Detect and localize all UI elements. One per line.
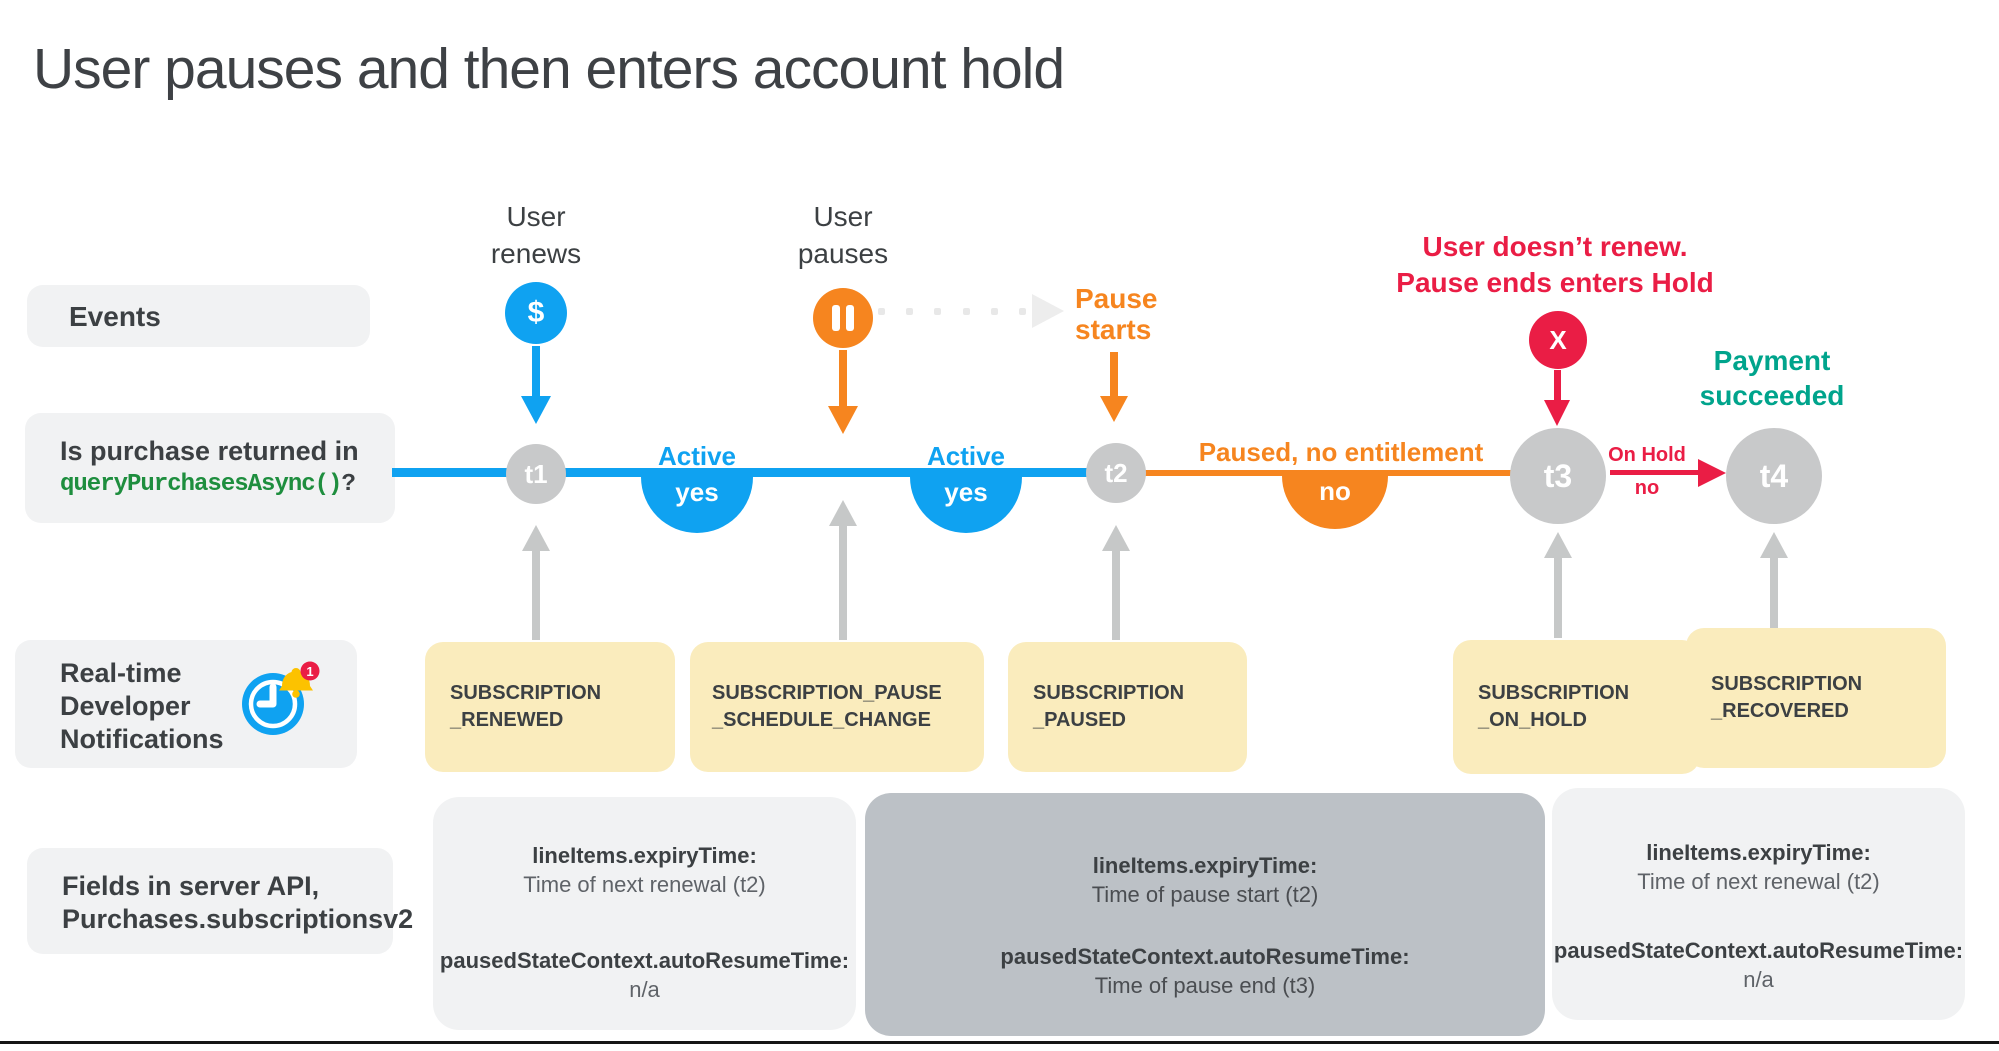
hold-arrow-shaft bbox=[1554, 370, 1561, 402]
onhold-arrowhead bbox=[1698, 459, 1726, 487]
payment-succeeded-label: Payment succeeded bbox=[1699, 345, 1845, 411]
pause-starts-arrow-shaft bbox=[1110, 352, 1118, 398]
rtdn-label-line2: Developer bbox=[60, 691, 191, 721]
pause-starts-label: Pause starts bbox=[1075, 283, 1158, 345]
timeline-node-t2: t2 bbox=[1086, 443, 1146, 503]
timeline-node-t4: t4 bbox=[1726, 428, 1822, 524]
state-answer-active-1: yes bbox=[641, 477, 753, 533]
account-hold-label: User doesn’t renew. Pause ends enters Ho… bbox=[1396, 231, 1714, 298]
api-fields-row-label-box: Fields in server API, Purchases.subscrip… bbox=[27, 848, 414, 954]
pause-event-icon bbox=[813, 288, 873, 348]
rtdn-label-line3: Notifications bbox=[60, 724, 224, 754]
purchase-question-line2: queryPurchasesAsync()? bbox=[60, 471, 395, 498]
rtdn-box-paused: SUBSCRIPTION _PAUSED bbox=[1008, 642, 1247, 772]
rtdn-uparrow-shaft-t2 bbox=[1112, 549, 1120, 640]
rtdn-uparrow-head-t2 bbox=[1102, 525, 1130, 551]
user-renews-label: User renews bbox=[490, 201, 582, 269]
pause-starts-arrowhead bbox=[1100, 396, 1128, 422]
purchase-question-line1: Is purchase returned in bbox=[60, 436, 359, 466]
rtdn-uparrow-shaft-t1 bbox=[532, 549, 540, 640]
dollar-renew-icon: $ bbox=[505, 282, 567, 344]
pause-defer-arrowhead bbox=[1032, 294, 1064, 328]
rtdn-uparrow-head-t1 bbox=[522, 525, 550, 551]
state-label-active-1: Active bbox=[657, 441, 737, 471]
rtdn-uparrow-head-t3 bbox=[1544, 532, 1572, 558]
api-fields-box-paused: lineItems.expiryTime: Time of pause star… bbox=[865, 793, 1545, 1036]
api-fields-label-line1: Fields in server API, bbox=[62, 871, 320, 901]
rtdn-uparrow-shaft-t3 bbox=[1554, 556, 1562, 638]
state-label-active-2: Active bbox=[926, 441, 1006, 471]
timeline-segment-onhold-arrow bbox=[1610, 470, 1702, 475]
rtdn-box-pause-schedule-change: SUBSCRIPTION_PAUSE _SCHEDULE_CHANGE bbox=[690, 642, 984, 772]
page-title: User pauses and then enters account hold bbox=[33, 37, 1065, 101]
query-purchases-code: queryPurchasesAsync() bbox=[60, 471, 342, 498]
question-mark: ? bbox=[341, 471, 356, 498]
hold-arrowhead bbox=[1544, 400, 1570, 426]
state-answer-active-2: yes bbox=[910, 477, 1022, 533]
purchase-question-box: Is purchase returned in queryPurchasesAs… bbox=[25, 413, 395, 523]
rtdn-box-on-hold: SUBSCRIPTION _ON_HOLD bbox=[1453, 640, 1700, 774]
pause-defer-dotted-arrow bbox=[878, 308, 1026, 315]
rtdn-box-recovered: SUBSCRIPTION _RECOVERED bbox=[1686, 628, 1946, 768]
rtdn-uparrow-head-t4 bbox=[1760, 532, 1788, 558]
events-row-label-box: Events bbox=[27, 285, 370, 347]
renew-arrowhead bbox=[521, 396, 551, 424]
state-answer-onhold: no bbox=[1634, 477, 1660, 499]
timeline-segment-paused bbox=[1116, 470, 1558, 476]
state-answer-paused: no bbox=[1282, 476, 1388, 529]
timeline-segment-active bbox=[392, 468, 1116, 477]
api-fields-label-line2: Purchases.subscriptionsv2 bbox=[62, 904, 414, 934]
rtdn-box-renewed: SUBSCRIPTION _RENEWED bbox=[425, 642, 675, 772]
timeline-node-t1: t1 bbox=[506, 444, 566, 504]
rtdn-uparrow-head-pause bbox=[829, 500, 857, 526]
rtdn-uparrow-shaft-t4 bbox=[1770, 556, 1778, 628]
rtdn-uparrow-shaft-pause bbox=[839, 524, 847, 640]
renew-arrow-shaft bbox=[532, 346, 540, 398]
hold-x-icon: X bbox=[1529, 311, 1587, 369]
state-label-onhold: On Hold bbox=[1608, 444, 1686, 466]
rtdn-badge-count: 1 bbox=[306, 664, 313, 679]
pause-bars-glyph bbox=[832, 305, 854, 331]
api-fields-box-recovered: lineItems.expiryTime: Time of next renew… bbox=[1552, 788, 1965, 1020]
rtdn-clock-bell-icon: 1 bbox=[238, 658, 324, 744]
api-fields-box-renewed: lineItems.expiryTime: Time of next renew… bbox=[433, 797, 856, 1030]
rtdn-label-line1: Real-time bbox=[60, 658, 182, 688]
pause-arrow-shaft bbox=[839, 350, 847, 408]
user-pauses-label: User pauses bbox=[797, 201, 889, 269]
bottom-divider bbox=[0, 1041, 1999, 1044]
events-row-label: Events bbox=[69, 301, 161, 332]
pause-arrowhead bbox=[828, 406, 858, 434]
state-label-paused: Paused, no entitlement bbox=[1198, 437, 1484, 467]
timeline-node-t3: t3 bbox=[1510, 428, 1606, 524]
